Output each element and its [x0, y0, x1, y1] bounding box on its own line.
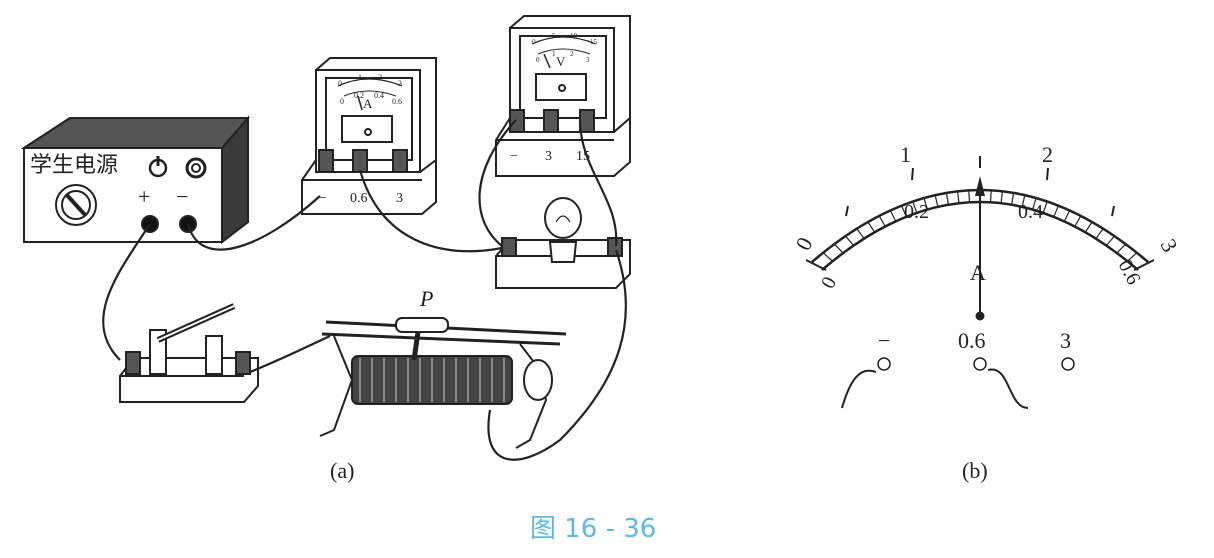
voltmeter-scale-inner-1: 1	[552, 50, 556, 58]
scale-minor-tick	[856, 228, 865, 239]
panel-b-label: (b)	[962, 458, 988, 483]
ammeter-terminal-0-6: 0.6	[350, 191, 368, 206]
voltmeter-scale-outer-1: 5	[552, 32, 556, 40]
voltmeter-scale-outer-0: 0	[532, 38, 536, 46]
meter-needle	[975, 176, 985, 321]
scale-minor-tick	[1105, 235, 1115, 246]
voltmeter-terminal-15: 15	[576, 149, 590, 164]
scale-minor-tick	[878, 215, 886, 227]
power-supply-label: 学生电源	[30, 153, 118, 178]
plus-label: +	[138, 184, 150, 209]
inner-label-0-2: 0.2	[904, 201, 929, 223]
scale-minor-tick	[1000, 191, 1003, 204]
power-supply	[20, 115, 251, 245]
scale-minor-tick	[989, 190, 992, 203]
scale-minor-tick	[957, 191, 960, 204]
terminal-0-6[interactable]	[973, 357, 987, 371]
terminal-label-minus: −	[878, 328, 890, 353]
ammeter-terminals[interactable]	[318, 149, 408, 173]
rheostat-slider-p[interactable]	[395, 317, 449, 361]
scale-minor-tick	[833, 243, 844, 254]
terminal-3[interactable]	[1061, 357, 1075, 371]
ammeter-scale-inner-3: 0.6	[392, 97, 402, 106]
ammeter-scale-outer-1: 1	[358, 73, 362, 82]
inner-label-0-6: 0.6	[1114, 256, 1145, 288]
scale-minor-tick	[901, 205, 907, 218]
scale-minor-tick	[1032, 197, 1037, 210]
rheostat	[319, 317, 567, 449]
scale-minor-tick	[912, 201, 918, 214]
meter-unit-label: A	[970, 260, 986, 285]
scale-minor-tick	[867, 221, 876, 233]
ammeter-scale-inner-1: 0.2	[354, 91, 364, 100]
lamp	[495, 197, 631, 289]
outer-label-2: 2	[1042, 142, 1053, 167]
voltmeter-scale-outer-2: 10	[570, 32, 578, 40]
ammeter-scale-inner-0: 0	[340, 97, 344, 106]
terminal-minus[interactable]	[877, 357, 891, 371]
outer-label-1: 1	[900, 142, 911, 167]
wire-to-0-6	[987, 368, 1029, 409]
ammeter-terminal-minus: −	[319, 191, 327, 206]
ammeter-scale-outer-2: 2	[378, 73, 382, 82]
power-switch-icon[interactable]	[148, 156, 168, 178]
scale-minor-tick	[1053, 205, 1059, 218]
scale-minor-tick	[889, 210, 897, 222]
ammeter	[301, 57, 437, 215]
scale-minor-tick	[1095, 228, 1104, 239]
figure-caption: 图 16 - 36	[530, 514, 656, 544]
panel-a: 学生电源 + − A − 0.6 3 0 1 2 3 0 0.2 0.4 0.6…	[20, 15, 631, 483]
terminal-label-3: 3	[1060, 328, 1071, 353]
wires	[102, 119, 627, 461]
scale-minor-tick	[1074, 215, 1082, 227]
slider-label-p: P	[419, 286, 433, 311]
scale-minor-tick	[822, 252, 833, 262]
scale-minor-tick	[1021, 194, 1026, 207]
ammeter-scale-outer-3: 3	[398, 79, 402, 88]
voltmeter-unit: V	[556, 54, 566, 69]
scale-minor-tick	[1011, 192, 1015, 205]
scale-minor-tick	[934, 194, 939, 207]
scale-minor-tick	[968, 190, 971, 203]
voltmeter-terminal-3: 3	[545, 149, 552, 164]
voltmeter-terminal-minus: −	[510, 149, 518, 164]
outer-label-3: 3	[1156, 235, 1183, 256]
scale-minor-tick	[923, 197, 928, 210]
panel-b: 0 1 2 3 0 0.2 0.4 0.6 A − 0.6 3 (b)	[790, 142, 1182, 483]
ammeter-scale-outer-0: 0	[338, 79, 342, 88]
switch[interactable]	[119, 303, 259, 403]
scale-minor-tick	[945, 192, 949, 205]
voltmeter-scale-inner-0: 0	[536, 56, 540, 64]
scale-minor-tick	[1063, 210, 1071, 222]
minus-label: −	[176, 184, 188, 209]
scale-minor-tick	[845, 235, 855, 246]
terminal-label-0-6: 0.6	[958, 328, 986, 353]
ammeter-unit: A	[363, 96, 373, 111]
outer-label-0: 0	[790, 233, 817, 254]
voltmeter-scale-inner-2: 2	[570, 50, 574, 58]
ammeter-terminal-3: 3	[396, 191, 403, 206]
voltmeter	[495, 15, 631, 177]
panel-a-label: (a)	[330, 458, 354, 483]
inner-label-0: 0	[817, 273, 841, 292]
scale-minor-tick	[1084, 221, 1093, 233]
voltmeter-scale-inner-3: 3	[586, 56, 590, 64]
scale-minor-tick	[1127, 252, 1138, 262]
inner-label-0-4: 0.4	[1018, 201, 1043, 223]
voltmeter-scale-outer-3: 15	[590, 38, 598, 46]
ammeter-scale-inner-2: 0.4	[374, 91, 384, 100]
scale-minor-tick	[1116, 243, 1127, 254]
scale-minor-tick	[1042, 201, 1048, 214]
wire-to-minus	[841, 369, 877, 409]
